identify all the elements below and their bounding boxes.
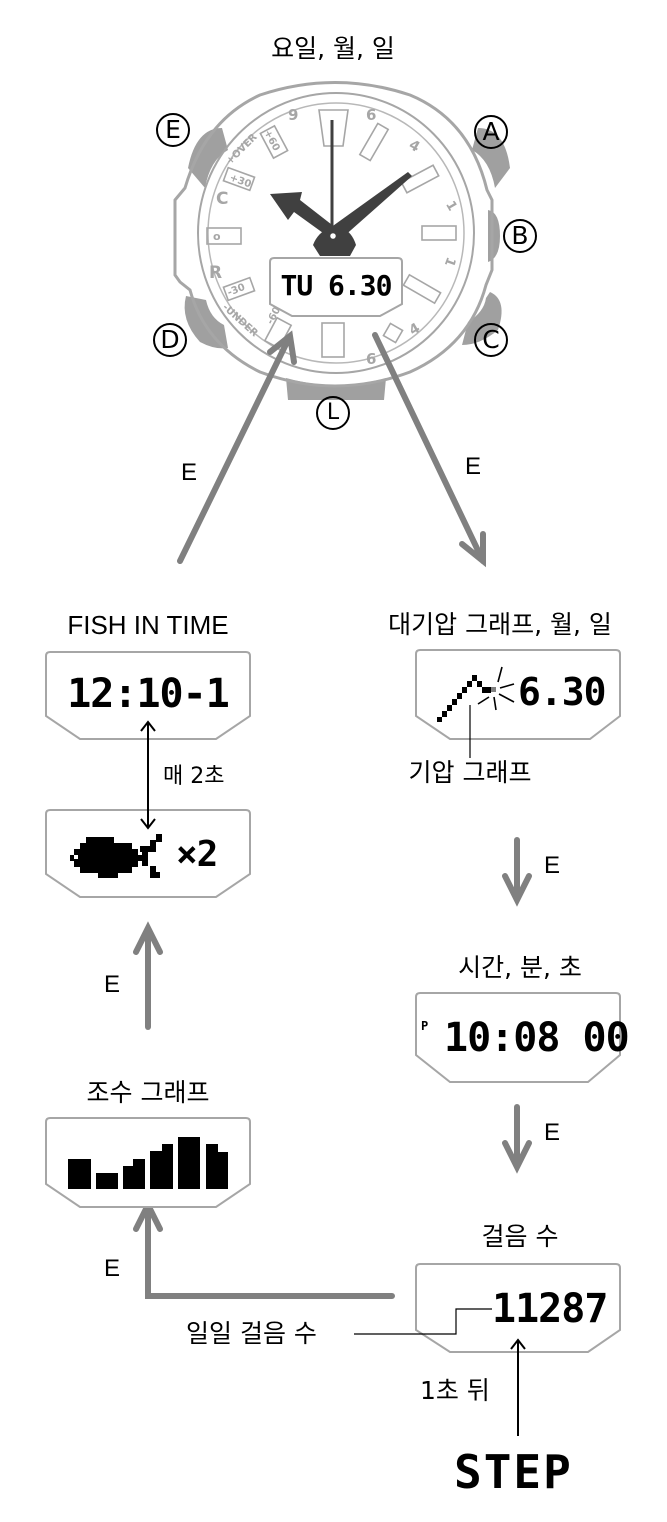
fish-pixel-icon [70, 834, 162, 878]
tide-title: 조수 그래프 [86, 1078, 210, 1107]
button-c[interactable]: C [482, 325, 500, 354]
blink-rays [477, 666, 515, 711]
time-value: 10:08 00 [444, 1015, 630, 1061]
fish-in-time-title: FISH IN TIME [67, 610, 229, 640]
button-e[interactable]: E [165, 115, 181, 144]
button-e-shape [188, 128, 228, 188]
after-1-second-label: 1초 뒤 [420, 1376, 490, 1405]
step-button-label: STEP [454, 1445, 573, 1499]
steps-screen-outline [415, 1263, 621, 1353]
svg-text:6: 6 [366, 350, 376, 368]
arrow-label-left: E [181, 459, 198, 486]
watch-title: 요일, 월, 일 [271, 34, 395, 63]
arrow-label-steps-tide: E [104, 1255, 121, 1282]
svg-text:4: 4 [406, 137, 423, 156]
svg-text:R: R [209, 263, 222, 283]
interval-label: 매 2초 [163, 764, 225, 789]
button-a[interactable]: A [482, 117, 500, 146]
svg-text:o: o [213, 230, 221, 243]
barometer-graph-callout: 기압 그래프 [408, 758, 532, 787]
watch-lcd-display: TU 6.30 [280, 269, 392, 302]
barometer-title: 대기압 그래프, 월, 일 [388, 610, 612, 639]
svg-text:1: 1 [441, 255, 458, 269]
button-c-shape [462, 292, 502, 345]
svg-text:+OVER: +OVER [224, 132, 259, 167]
tide-bar-graph [68, 1137, 228, 1189]
arrow-label-tide-fish: E [104, 971, 121, 998]
time-title: 시간, 분, 초 [458, 953, 582, 982]
steps-count: 11287 [492, 1286, 608, 1332]
fish-in-time-value: 12:10-1 [67, 671, 230, 717]
fish-time-screen-outline [45, 651, 251, 740]
svg-text:C: C [216, 189, 228, 209]
button-b[interactable]: B [511, 221, 529, 250]
steps-title: 걸음 수 [481, 1222, 559, 1251]
barometer-date: 6.30 [518, 670, 607, 714]
barometer-pixel-graph [437, 675, 496, 722]
daily-steps-callout: 일일 걸음 수 [186, 1319, 317, 1348]
svg-text:1: 1 [442, 199, 460, 214]
button-d[interactable]: D [160, 325, 180, 354]
fish-count-multiplier: ×2 [176, 834, 218, 875]
dial-9: 9 [288, 106, 298, 124]
pm-indicator: P [421, 1019, 429, 1033]
arrow-label-time-steps: E [544, 1119, 561, 1146]
button-b-shape [488, 210, 500, 262]
baro-screen-outline [415, 649, 621, 740]
button-d-shape [184, 296, 228, 349]
arrow-label-right: E [465, 453, 482, 480]
button-a-shape [472, 128, 510, 188]
time-screen-outline [415, 992, 621, 1083]
button-l[interactable]: L [326, 400, 340, 425]
arrow-label-baro-time: E [544, 852, 561, 879]
svg-text:6: 6 [366, 106, 376, 124]
